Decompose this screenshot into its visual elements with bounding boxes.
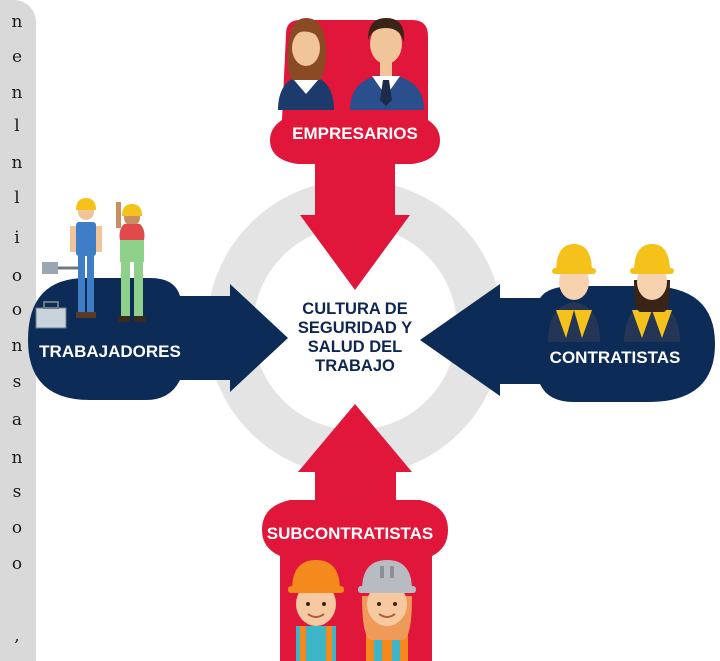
- businesspeople-icon: [278, 18, 424, 110]
- hub-title: CULTURA DE SEGURIDAD Y SALUD DEL TRABAJO: [270, 300, 440, 376]
- subcontratistas-label: SUBCONTRATISTAS: [266, 524, 434, 543]
- sidebar-text: o: [11, 518, 23, 538]
- sidebar-text: s: [12, 482, 22, 502]
- contratistas-label: CONTRATISTAS: [549, 348, 681, 367]
- sidebar-text: o: [11, 300, 23, 320]
- sidebar-text: a: [11, 410, 23, 430]
- sidebar-text: n: [11, 153, 23, 173]
- sidebar-text: l: [14, 116, 20, 136]
- hub-title-line: CULTURA DE: [302, 300, 408, 318]
- workers-icon: [35, 198, 146, 329]
- sidebar-text: o: [11, 266, 23, 286]
- sidebar-text: i: [14, 228, 20, 248]
- sidebar-text: n: [11, 448, 23, 468]
- sidebar-text: n: [11, 83, 23, 103]
- hub-title-line: SEGURIDAD Y: [297, 318, 413, 337]
- hub-circle: [263, 238, 447, 422]
- empresarios-label: EMPRESARIOS: [292, 124, 418, 143]
- sidebar-text: o: [11, 554, 23, 574]
- helmeted-children-icon: [288, 560, 416, 661]
- sidebar-text: n: [11, 12, 23, 32]
- sidebar-text: s: [12, 372, 22, 392]
- helmeted-contractors-icon: [548, 244, 680, 342]
- sidebar-text: l: [14, 188, 20, 208]
- hub-title-line: TRABAJO: [315, 356, 395, 375]
- sidebar-text: e: [11, 47, 23, 67]
- sidebar-text: ,: [14, 626, 20, 646]
- hub-title-line: SALUD DEL: [307, 337, 403, 356]
- sidebar-text: n: [11, 336, 23, 356]
- trabajadores-label: TRABAJADORES: [39, 342, 181, 361]
